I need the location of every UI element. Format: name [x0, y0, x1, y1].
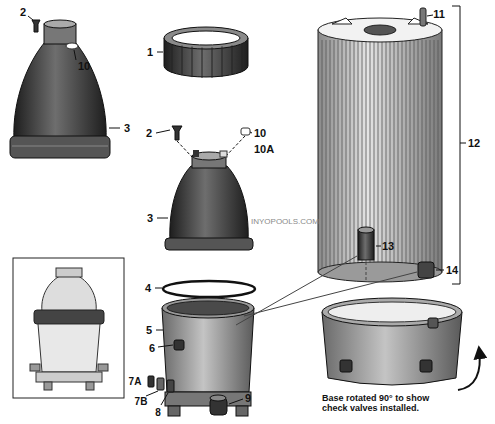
filter-tank — [156, 298, 254, 416]
callout-number: 9 — [245, 392, 251, 404]
callout-number: 10 — [254, 127, 266, 139]
callout-number: 4 — [145, 282, 151, 294]
callout-number: 2 — [20, 6, 26, 18]
callout-number: 2 — [146, 127, 152, 139]
callout-number: 3 — [124, 122, 130, 134]
callout-number: 5 — [146, 324, 152, 336]
filter-lid — [157, 150, 253, 250]
callout-number: 8 — [155, 407, 161, 418]
watermark-text: INYOPOOLS.COM — [251, 218, 319, 227]
callout-number: 10A — [254, 143, 274, 155]
callout-number: 7B — [135, 396, 148, 407]
o-ring — [155, 281, 255, 297]
callout-number: 13 — [382, 240, 394, 252]
assembled-filter-inset — [13, 258, 124, 398]
note-text: Base rotated 90° to show check valves in… — [322, 394, 450, 414]
callout-number: 14 — [446, 264, 458, 276]
filter-cartridge — [318, 6, 466, 284]
rotated-base — [322, 298, 480, 390]
left-lid — [10, 16, 120, 158]
callout-number: 12 — [468, 137, 480, 149]
callout-number: 3 — [147, 212, 153, 224]
callout-number: 10 — [78, 60, 90, 72]
callout-number: 1 — [147, 46, 153, 58]
callout-number: 6 — [149, 342, 155, 354]
callout-number: 7A — [129, 376, 142, 387]
lock-ring — [157, 27, 248, 78]
callout-number: 11 — [433, 8, 445, 20]
